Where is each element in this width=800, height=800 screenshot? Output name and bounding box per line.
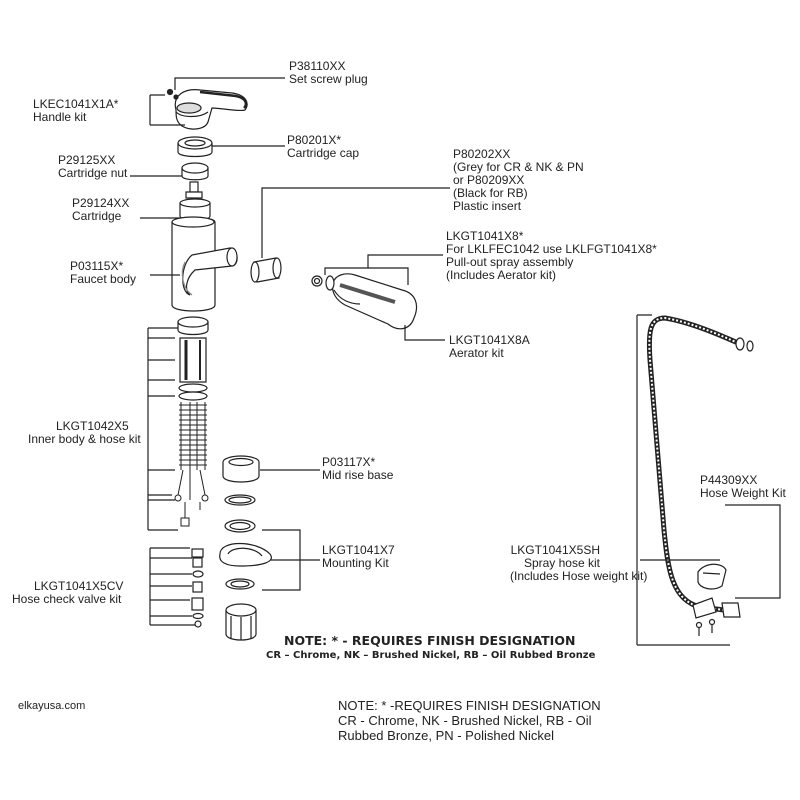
finish-note-heading: NOTE: * - REQUIRES FINISH DESIGNATION bbox=[284, 633, 576, 648]
hose-weight-part bbox=[692, 563, 727, 636]
footer-note-line: NOTE: * -REQUIRES FINISH DESIGNATION bbox=[338, 698, 601, 713]
part-desc: Handle kit bbox=[33, 110, 87, 124]
part-desc: Cartridge cap bbox=[287, 146, 360, 160]
pullout-spray-part bbox=[311, 273, 418, 330]
check-valve-part bbox=[191, 548, 204, 628]
label-cartridge-nut: P29125XX Cartridge nut bbox=[58, 154, 127, 180]
leader-hose-weight bbox=[725, 504, 781, 599]
part-desc: (Grey for CR & NK & PN bbox=[453, 160, 584, 174]
label-aerator-kit: LKGT1041X8A Aerator kit bbox=[449, 334, 530, 360]
part-code: P03117X* bbox=[322, 455, 376, 469]
handle-part bbox=[166, 88, 248, 130]
part-desc: Spray hose kit bbox=[523, 556, 600, 570]
part-code: P29124XX bbox=[72, 196, 130, 210]
part-desc: Mounting Kit bbox=[322, 556, 389, 570]
label-handle-kit: LKEC1041X1A* Handle kit bbox=[33, 98, 118, 124]
part-code: LKEC1041X1A* bbox=[33, 97, 119, 111]
part-desc: or P80209XX bbox=[453, 173, 525, 187]
part-code: P44309XX bbox=[700, 473, 758, 487]
leader-mounting-kit bbox=[262, 529, 320, 591]
part-desc: Cartridge bbox=[72, 209, 122, 223]
part-code: P80202XX bbox=[453, 147, 511, 161]
mid-rise-base-part bbox=[222, 455, 260, 483]
cartridge-cap-part bbox=[177, 136, 213, 158]
label-cartridge: P29124XX Cartridge bbox=[72, 197, 129, 223]
website-link[interactable]: elkayusa.com bbox=[18, 700, 86, 712]
label-mounting-kit: LKGT1041X7 Mounting Kit bbox=[322, 544, 395, 570]
leader-spray-hose bbox=[636, 314, 730, 646]
part-code: P38110XX bbox=[289, 59, 346, 73]
label-spray-hose: LKGT1041X5SH Spray hose kit (Includes Ho… bbox=[510, 543, 648, 583]
label-hose-weight: P44309XX Hose Weight Kit bbox=[700, 474, 786, 500]
part-desc: (Includes Hose weight kit) bbox=[510, 569, 648, 583]
mounting-kit-part bbox=[219, 494, 272, 641]
plastic-insert-part bbox=[250, 257, 282, 283]
footer-note: NOTE: * -REQUIRES FINISH DESIGNATION CR … bbox=[338, 698, 601, 743]
part-desc: Pull-out spray assembly bbox=[446, 255, 574, 269]
part-desc: Set screw plug bbox=[289, 72, 368, 86]
part-desc: Aerator kit bbox=[449, 346, 504, 360]
part-code: LKGT1041X5SH bbox=[510, 543, 600, 557]
leader-check-valve bbox=[149, 547, 195, 626]
part-code: LKGT1041X8A bbox=[449, 333, 530, 347]
leader-set-screw bbox=[174, 77, 285, 90]
leader-handle-kit bbox=[149, 94, 185, 126]
label-plastic-insert: P80202XX (Grey for CR & NK & PN or P8020… bbox=[453, 148, 584, 213]
part-code: LKGT1042X5 bbox=[56, 419, 129, 433]
faucet-body-part bbox=[171, 216, 238, 312]
part-code: LKGT1041X8* bbox=[446, 229, 524, 243]
part-code: P29125XX bbox=[58, 153, 116, 167]
part-code: LKGT1041X5CV bbox=[34, 579, 124, 593]
label-pullout-spray: LKGT1041X8* For LKLFEC1042 use LKLFGT104… bbox=[446, 230, 657, 282]
inner-body-part bbox=[177, 316, 209, 401]
part-desc: (Black for RB) bbox=[453, 186, 528, 200]
leader-plastic-insert bbox=[261, 187, 450, 258]
part-desc: Hose Weight Kit bbox=[700, 486, 786, 500]
part-desc: Inner body & hose kit bbox=[28, 432, 141, 446]
finish-note-codes: CR – Chrome, NK – Brushed Nickel, RB – O… bbox=[266, 650, 596, 661]
leader-pullout-spray-b bbox=[368, 267, 409, 285]
label-check-valve: LKGT1041X5CV Hose check valve kit bbox=[12, 579, 124, 606]
part-code: P03115X* bbox=[70, 259, 124, 273]
leader-inner-body bbox=[147, 327, 178, 531]
part-desc: Mid rise base bbox=[322, 468, 394, 482]
part-code: P80201X* bbox=[287, 133, 342, 147]
leader-pullout-spray-a bbox=[324, 254, 443, 275]
label-faucet-body: P03115X* Faucet body bbox=[70, 260, 136, 286]
leader-aerator bbox=[404, 325, 445, 341]
supply-hoses bbox=[174, 402, 209, 527]
footer-note-line: Rubbed Bronze, PN - Polished Nickel bbox=[338, 728, 555, 743]
part-desc: Plastic insert bbox=[453, 199, 522, 213]
cartridge-nut-part bbox=[181, 162, 209, 181]
spray-hose-part bbox=[646, 315, 754, 618]
label-cartridge-cap: P80201X* Cartridge cap bbox=[287, 134, 359, 160]
part-desc: Faucet body bbox=[70, 272, 137, 286]
part-desc: For LKLFEC1042 use LKLFGT1041X8* bbox=[446, 242, 657, 256]
part-desc: Hose check valve kit bbox=[12, 592, 122, 606]
label-mid-rise-base: P03117X* Mid rise base bbox=[322, 456, 393, 482]
part-code: LKGT1041X7 bbox=[322, 543, 395, 557]
cartridge-part bbox=[179, 181, 211, 222]
footer-note-line: CR - Chrome, NK - Brushed Nickel, RB - O… bbox=[338, 713, 592, 728]
part-desc: (Includes Aerator kit) bbox=[446, 268, 557, 282]
label-set-screw: P38110XX Set screw plug bbox=[289, 60, 368, 86]
part-desc: Cartridge nut bbox=[58, 166, 128, 180]
label-inner-body: LKGT1042X5 Inner body & hose kit bbox=[28, 419, 141, 446]
